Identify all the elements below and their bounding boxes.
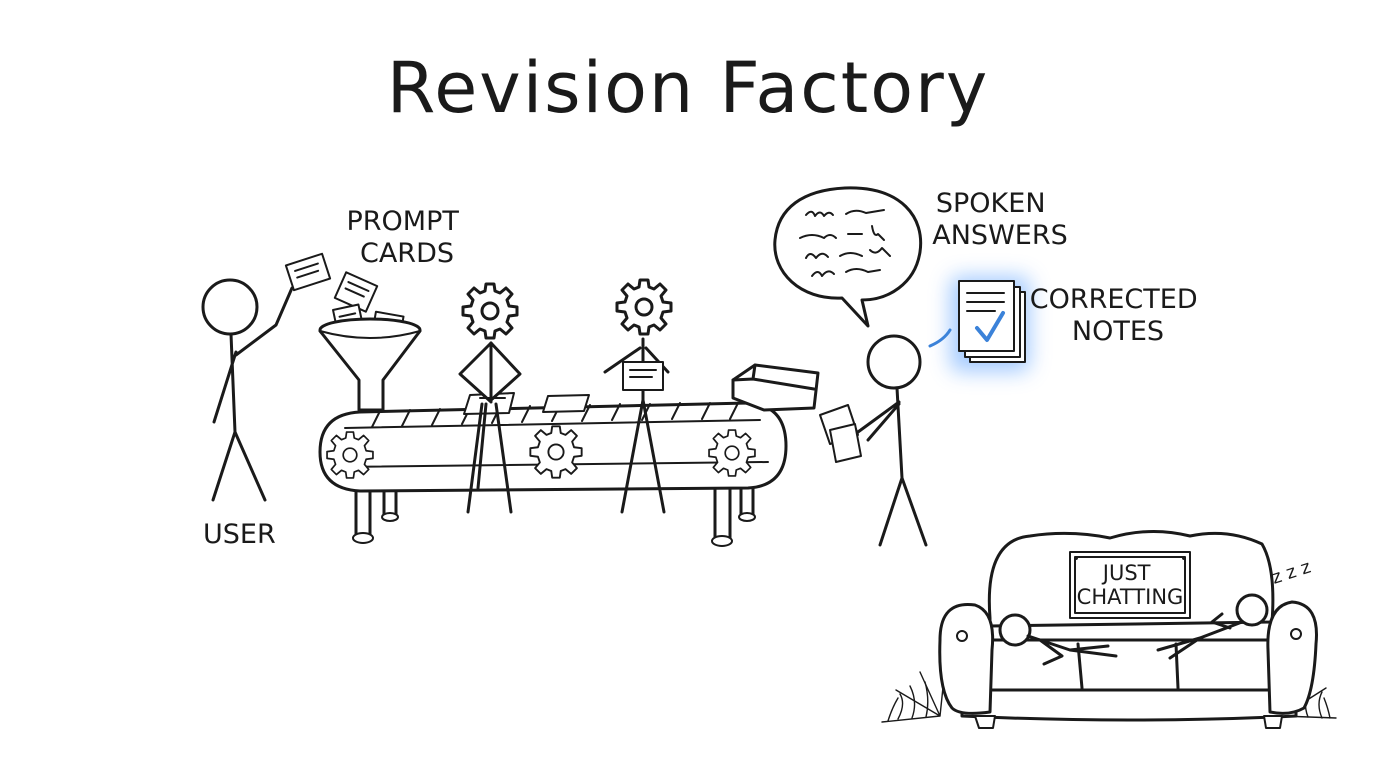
gear-icon (326, 431, 374, 479)
prompt-cards-label-line-1: PROMPT (347, 206, 460, 237)
user-label: USER (203, 519, 276, 550)
corrected-notes-label-line-2: NOTES (1072, 316, 1164, 347)
gear-icon (461, 282, 519, 340)
spoken-answers-label-line-2: ANSWERS (932, 220, 1067, 251)
output-box (731, 363, 820, 412)
funnel-icon (318, 317, 422, 412)
prompt-cards-label-line-2: CARDS (360, 238, 454, 269)
spoken-answers-label: SPOKEN ANSWERS (932, 188, 1067, 251)
gear-head-robot (458, 282, 522, 514)
spoken-answers-label-line-1: SPOKEN (936, 188, 1046, 219)
gear-icon (615, 278, 673, 336)
assistant-stick-figure (819, 334, 928, 547)
gear-icon (529, 425, 583, 479)
cobweb-icon (881, 667, 946, 723)
corrected-notes-label-line-1: CORRECTED (1030, 284, 1198, 315)
prompt-card-icon (333, 271, 379, 313)
snore-text: z z z (1269, 556, 1313, 588)
speech-bubble-icon (773, 186, 923, 328)
couch-sign-text: JUST CHATTING (1077, 561, 1184, 609)
prompt-card-icon (542, 394, 590, 413)
gear-icon (708, 429, 756, 477)
prompt-cards-label: PROMPT CARDS (347, 206, 468, 269)
page-title: Revision Factory (387, 47, 990, 129)
prompt-card-icon (284, 252, 332, 292)
corrected-notes (928, 276, 1030, 372)
corrected-notes-label: CORRECTED NOTES (1030, 284, 1206, 347)
couch-sign-line-2: CHATTING (1077, 585, 1184, 609)
couch: JUST CHATTING z z z (881, 530, 1337, 729)
couch-sign-line-1: JUST (1101, 561, 1151, 585)
user-stick-figure (201, 278, 294, 502)
checkmark-icon (975, 311, 1005, 342)
conveyor-belt (318, 392, 788, 547)
gear-head-robot (603, 278, 673, 514)
